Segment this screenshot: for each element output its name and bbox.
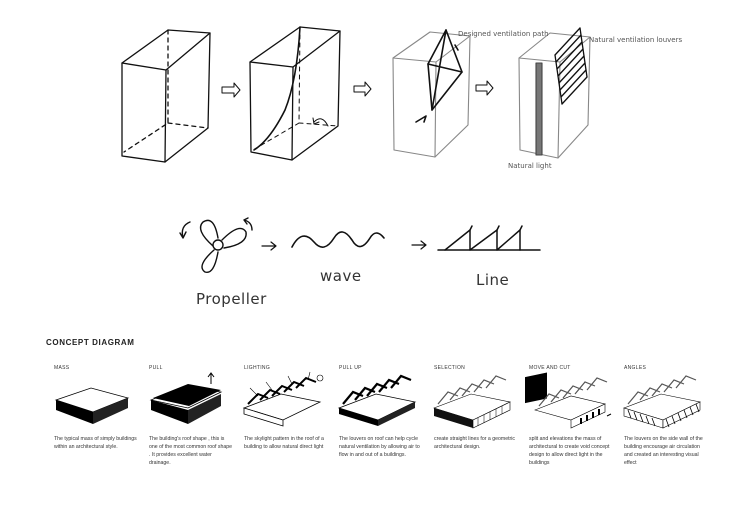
sketch-arrow-1 xyxy=(221,82,241,98)
step-description: The louvers on roof can help cycle natur… xyxy=(339,436,420,458)
step-illustration xyxy=(54,387,130,424)
step-description: The skylight pattern in the roof of a bu… xyxy=(244,436,324,450)
step-description: The typical mass of simply buildings wit… xyxy=(54,436,137,450)
step-label: MOVE AND CUT xyxy=(529,365,571,371)
sketch-louvers xyxy=(554,27,588,105)
sketch-arrow-5 xyxy=(411,240,427,250)
sketch-arrow-4 xyxy=(261,241,277,251)
step-label: PULL xyxy=(149,365,163,371)
step-label: ANGLES xyxy=(624,365,647,371)
concept-diagram-title: CONCEPT DIAGRAM xyxy=(46,338,135,347)
step-description: split and elevations the mass of archite… xyxy=(529,436,610,466)
step-illustration xyxy=(433,375,511,429)
step-label: MASS xyxy=(54,365,70,371)
step-label: SELECTION xyxy=(434,365,466,371)
sketch-word-wave: wave xyxy=(320,267,362,285)
sketch-box-3 xyxy=(392,31,471,158)
sketch-word-propeller: Propeller xyxy=(196,290,267,308)
step-illustration xyxy=(525,372,612,429)
annotation-ventilation-louvers: Natural ventilation louvers xyxy=(589,36,683,44)
sketch-sawtooth-line xyxy=(437,225,541,251)
sketch-ventilation-wedge xyxy=(415,29,463,123)
step-description: create straight lines for a geometric ar… xyxy=(434,436,516,450)
step-illustration xyxy=(242,371,324,427)
sketch-word-line: Line xyxy=(476,271,510,289)
step-description: The louvers on the side wall of the buil… xyxy=(624,436,703,466)
sketch-box-4 xyxy=(518,32,591,159)
step-label: LIGHTING xyxy=(244,365,271,371)
step-illustration xyxy=(149,372,223,424)
annotation-natural-light: Natural light xyxy=(508,162,552,170)
sketch-propeller xyxy=(179,217,253,274)
step-illustration xyxy=(337,374,417,426)
step-illustration xyxy=(623,375,701,429)
sketch-sequence xyxy=(121,26,591,274)
annotation-ventilation-path: Designed ventilation path xyxy=(458,30,549,38)
sketch-box-1 xyxy=(121,29,211,163)
step-label: PULL UP xyxy=(339,365,362,371)
sketch-arrow-3 xyxy=(475,80,494,96)
sketch-arrow-2 xyxy=(353,81,372,97)
step-description: The building's roof shape , this is one … xyxy=(149,436,233,466)
sketch-wave xyxy=(291,231,385,248)
sketch-box-2 xyxy=(249,26,341,161)
